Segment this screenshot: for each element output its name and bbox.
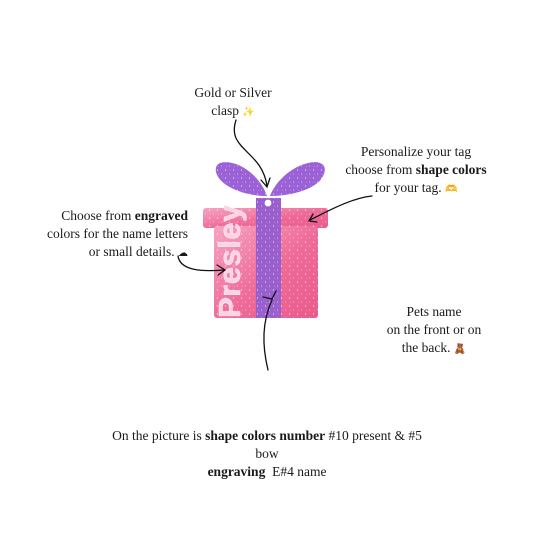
caption-line1-pre: On the picture is (112, 428, 206, 443)
sparkles-icon: ✨ (242, 107, 255, 118)
caption-line1-bold: shape colors number (205, 428, 326, 443)
engraved-line2: colors for the name letters (47, 226, 188, 241)
caption-line1-post: #10 present & #5 (325, 428, 422, 443)
clasp-annotation: Gold or Silver clasp ✨ (187, 84, 279, 122)
annotation-arrows (177, 119, 373, 371)
engraved-annotation: Choose from engraved colors for the name… (28, 207, 188, 263)
arrow-engraved (177, 255, 225, 272)
arrow-ribbon (263, 299, 273, 371)
caption: On the picture is shape colors number #1… (60, 427, 474, 481)
caption-line3-bold: engraving (207, 464, 266, 479)
shape-line2-pre: choose from (345, 162, 416, 177)
shape-line2-bold: shape colors (415, 162, 487, 177)
shape-line3: for your tag. (374, 180, 442, 195)
caption-line3-post: E#4 name (265, 464, 327, 479)
heart-hands-icon: 🫶 (445, 184, 458, 195)
arrow-shape (309, 195, 373, 221)
engraved-line1-bold: engraved (134, 208, 188, 223)
pets-line1: Pets name (406, 304, 462, 319)
arrow-clasp (233, 119, 268, 187)
engraved-name: Presley (212, 204, 247, 318)
pets-line2: on the front or on (386, 322, 482, 337)
pets-name-annotation: Pets name on the front or on the back. 🧸 (379, 303, 489, 359)
engraved-line3: or small details. (88, 244, 175, 259)
engraved-line1-pre: Choose from (61, 208, 135, 223)
shape-line1: Personalize your tag (360, 144, 472, 159)
shape-colors-annotation: Personalize your tag choose from shape c… (331, 143, 501, 199)
bow (215, 162, 325, 196)
cloud-icon: ☁ (178, 248, 188, 259)
teddy-bear-icon: 🧸 (453, 344, 467, 355)
clasp-line2: clasp (211, 103, 239, 118)
caption-line2: bow (255, 446, 279, 461)
pets-line3: the back. (401, 340, 451, 355)
clasp-line1: Gold or Silver (194, 85, 272, 100)
